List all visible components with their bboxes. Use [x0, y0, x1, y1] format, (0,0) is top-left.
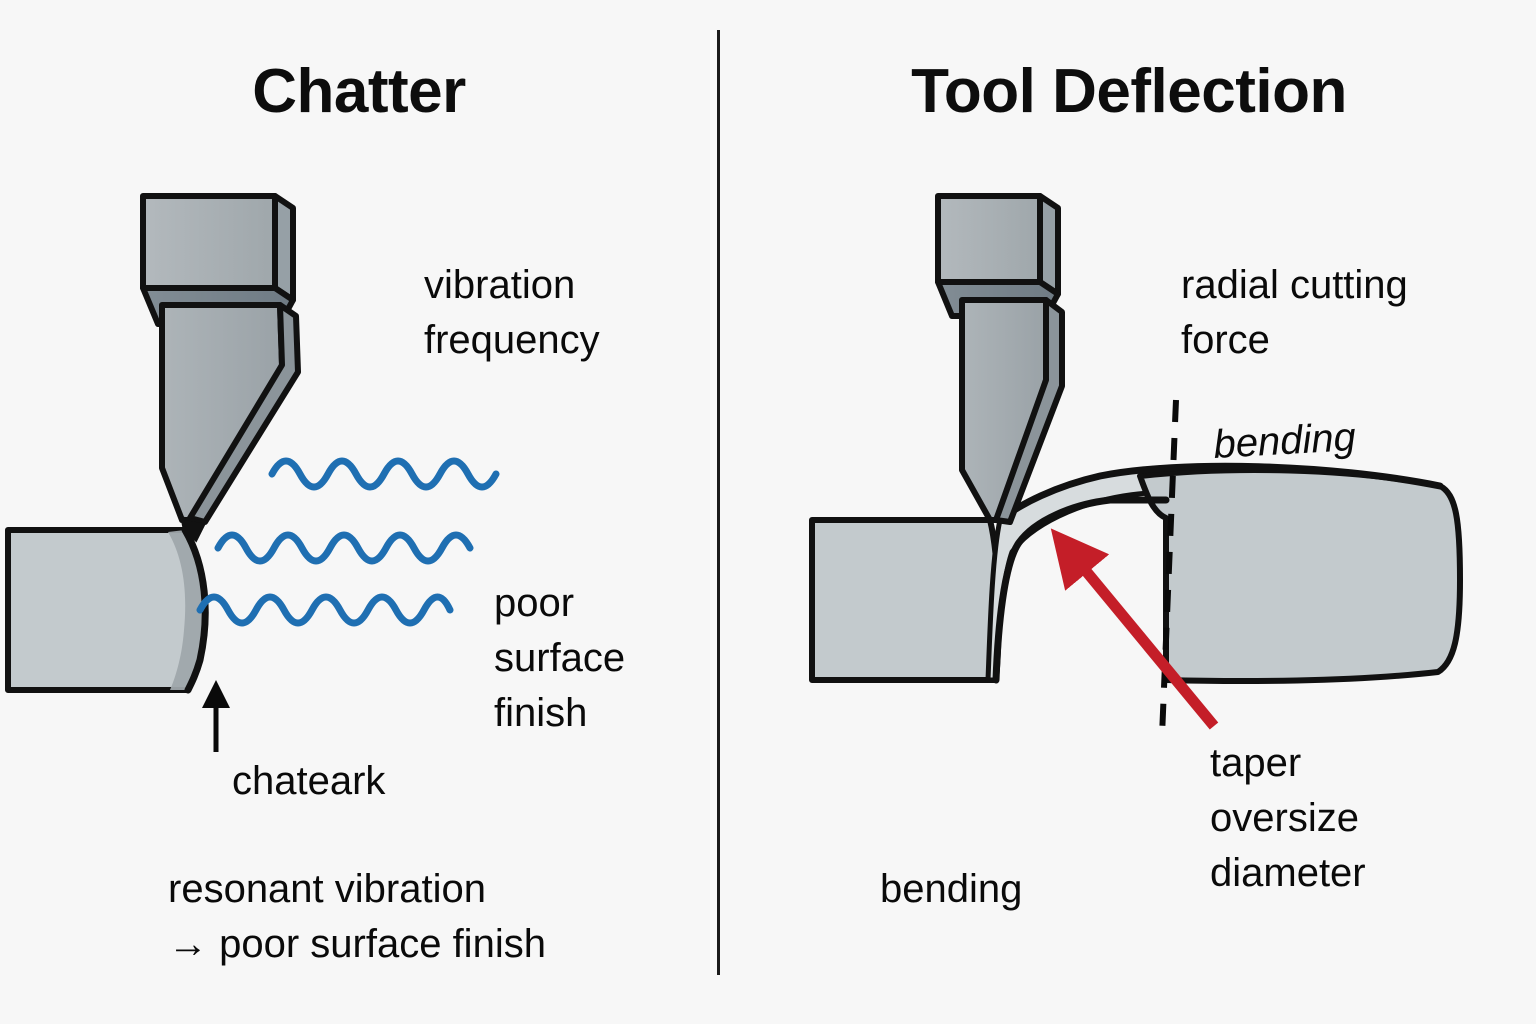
caption-resonant-vibration: resonant vibration → poor surface finish [168, 867, 546, 966]
cutting-tool-chatter [140, 193, 301, 543]
tool-shank [935, 193, 1043, 285]
chatter-mark-band [168, 530, 206, 690]
workpiece-chatter [5, 526, 209, 694]
label-bending-bottom: bending [880, 867, 1023, 911]
workpiece-deflected [985, 462, 1463, 685]
vibration-wave-icon [196, 457, 500, 627]
label-taper-oversize-diameter: taper oversize diameter [1210, 741, 1366, 895]
tool-shank [140, 193, 278, 291]
label-radial-cutting-force: radial cutting force [1181, 263, 1408, 362]
label-bending-italic: bending [1212, 415, 1357, 467]
tool-shank-side [272, 193, 296, 303]
label-poor-surface-finish: poor surface finish [494, 581, 626, 735]
tool-rake-face [993, 297, 1065, 525]
tool-tip [180, 516, 208, 543]
panel-divider [717, 30, 720, 975]
workpiece-body [5, 527, 209, 693]
label-vibration-frequency: vibration frequency [424, 263, 600, 362]
cutting-tool-deflection [935, 193, 1065, 525]
workpiece-fixed-block [809, 517, 1002, 683]
tool-shank-side [1037, 193, 1061, 297]
bent-top-outline [996, 462, 1444, 524]
chatter-illustration [5, 193, 500, 752]
label-chatter-mark: chateark [232, 759, 386, 803]
workpiece-bent-body [1137, 467, 1463, 685]
dashed-reference-line-icon [1159, 399, 1179, 737]
panel-title-chatter: Chatter [252, 57, 466, 126]
bent-inner-outline [992, 496, 1170, 684]
red-force-arrow-icon [1050, 528, 1219, 730]
panel-title-tool-deflection: Tool Deflection [911, 57, 1347, 126]
tool-deflection-illustration [809, 193, 1463, 737]
chatter-mark-edge [181, 526, 209, 694]
